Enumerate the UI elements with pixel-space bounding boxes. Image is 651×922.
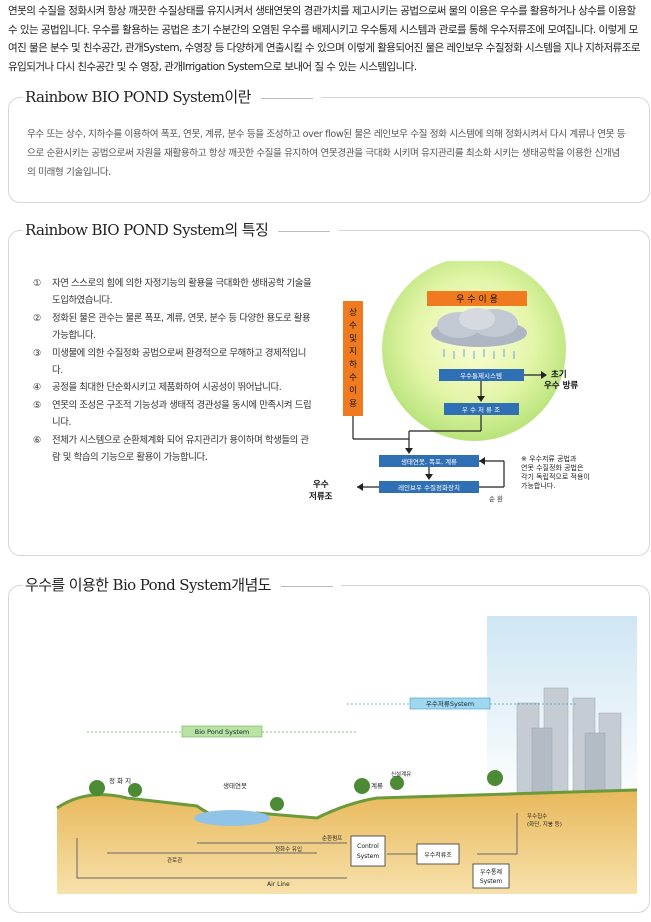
svg-text:가능합니다.: 가능합니다. — [521, 481, 555, 490]
pond — [194, 810, 270, 826]
label-purify: 정 화 지 — [109, 776, 131, 785]
label-pond: 생태연못 — [223, 781, 247, 790]
concept-illustration: 우수저류System Bio Pond System 정 화 지 생태연못 계 — [56, 616, 637, 894]
svg-text:System: System — [480, 878, 503, 885]
intro-paragraph: 연못의 수질을 정화시켜 항상 깨끗한 수질상태를 유지시켜서 생태연못의 경관… — [8, 5, 640, 73]
svg-text:Control: Control — [357, 843, 379, 850]
section-what-is: Rainbow BIO POND System이란 우수 또는 상수, 지하수를… — [8, 86, 650, 203]
side-label: 상 수 및 지 하 수 이 용 — [349, 307, 357, 409]
trees-icon — [89, 770, 503, 811]
svg-text:우수저류System: 우수저류System — [426, 699, 474, 708]
svg-text:우수통제시스템: 우수통제시스템 — [460, 372, 502, 380]
pipe-lines — [76, 813, 518, 879]
storage-tank-box — [416, 843, 460, 865]
svg-text:우수저류조: 우수저류조 — [424, 851, 452, 859]
bio-pond-bar — [181, 725, 263, 738]
initial-label: 초기 — [551, 369, 567, 380]
section-title: Rainbow BIO POND System이란 — [23, 86, 321, 107]
svg-text:이: 이 — [349, 385, 357, 396]
rain-control-system-box — [472, 863, 510, 889]
label-pipe: 관로관 — [167, 856, 182, 864]
svg-text:우수통제: 우수통제 — [480, 868, 502, 876]
storage-box — [444, 403, 519, 415]
circulation-label: 순 환 — [489, 494, 503, 503]
rain-icon — [443, 349, 515, 359]
svg-text:상: 상 — [349, 307, 357, 318]
label-air-line: Air Line — [267, 881, 290, 888]
buildings-icon — [516, 687, 622, 804]
purifier-box — [379, 481, 479, 493]
top-label: 우 수 이 용 — [456, 294, 498, 305]
label-stream: 계류 — [371, 781, 383, 790]
svg-text:용: 용 — [349, 399, 357, 409]
svg-text:우 수 저 류 조: 우 수 저 류 조 — [462, 405, 500, 414]
control-system-box — [350, 835, 386, 867]
pond-box — [379, 455, 479, 467]
tank-label: 우수 — [313, 480, 329, 490]
svg-text:및: 및 — [349, 333, 357, 344]
svg-text:※ 우수저류 공법과: ※ 우수저류 공법과 — [521, 454, 577, 463]
svg-text:System: System — [357, 853, 380, 860]
svg-text:수: 수 — [349, 321, 357, 331]
section-concept: 우수를 이용한 Bio Pond System개념도 우수저류System — [8, 574, 650, 913]
svg-text:지: 지 — [349, 347, 357, 357]
svg-text:수: 수 — [349, 373, 357, 383]
label-inflow: 정화수 유입 — [275, 845, 302, 853]
svg-text:각기 독립적으로 적용이: 각기 독립적으로 적용이 — [521, 472, 590, 481]
label-pump: 순환펌프 — [322, 834, 342, 842]
label-new: 신설계유 — [391, 770, 411, 778]
svg-text:레인보우 수질정화장치: 레인보우 수질정화장치 — [398, 483, 460, 492]
initial-label-2: 우수 방류 — [544, 380, 578, 391]
section-body: 우수 또는 상수, 지하수를 이용하여 폭포, 연못, 계류, 분수 등을 조성… — [27, 129, 626, 178]
side-label-box — [343, 301, 363, 416]
svg-text:하: 하 — [349, 359, 357, 370]
section-title: 우수를 이용한 Bio Pond System개념도 — [23, 574, 341, 595]
label-collect: 우수집수 — [527, 813, 547, 820]
rain-storage-bar — [409, 697, 491, 710]
svg-text:연못 수질정화 공법은: 연못 수질정화 공법은 — [521, 463, 584, 472]
cloud-icon — [431, 308, 527, 347]
tank-label-2: 저류조 — [309, 491, 333, 502]
svg-text:생태연못, 폭포, 계류: 생태연못, 폭포, 계류 — [401, 457, 457, 466]
diagram-note: ※ 우수저류 공법과 연못 수질정화 공법은 각기 독립적으로 적용이 가능합니… — [521, 454, 590, 490]
water-cycle-diagram: 우 수 이 용 상 수 및 지 하 수 이 용 우수통제시스템 — [309, 261, 590, 503]
section-title: Rainbow BIO POND System의 특징 — [23, 219, 339, 240]
svg-text:Bio Pond System: Bio Pond System — [195, 728, 250, 736]
label-collect-2: (화단, 지붕 등) — [527, 820, 562, 828]
top-label-box — [427, 291, 527, 306]
rain-control-box — [439, 369, 524, 381]
